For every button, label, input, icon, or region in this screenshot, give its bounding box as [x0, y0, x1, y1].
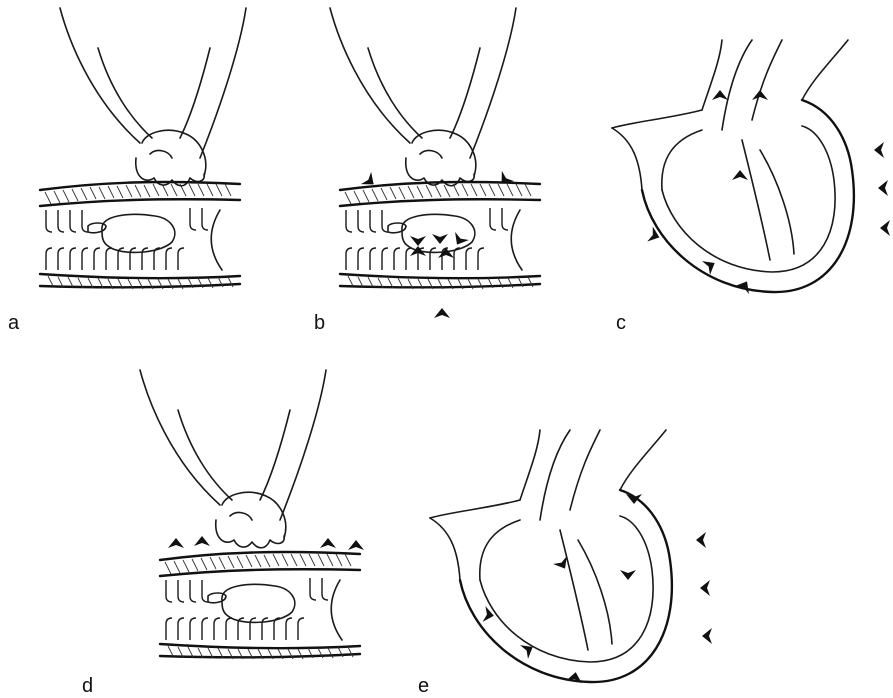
panel-label-b: b	[314, 313, 325, 333]
panel-a-illustration	[40, 8, 246, 289]
panel-b-illustration	[330, 8, 540, 318]
panel-label-a: a	[8, 313, 19, 333]
panel-d-illustration	[140, 370, 364, 659]
panel-c-illustration	[612, 40, 890, 294]
panel-label-c: c	[616, 313, 626, 333]
panel-label-d: d	[82, 676, 93, 696]
panel-label-e: e	[418, 676, 429, 696]
panel-e-illustration	[430, 430, 712, 683]
